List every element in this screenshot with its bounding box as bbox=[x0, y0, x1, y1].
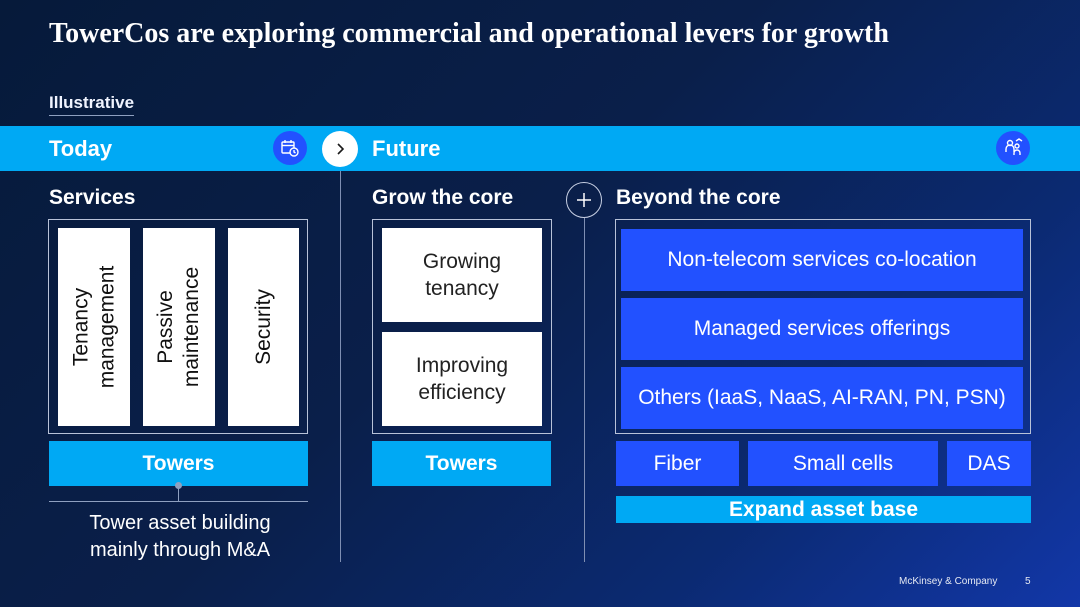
future-label: Future bbox=[372, 136, 441, 161]
card-label: Growing tenancy bbox=[422, 250, 502, 300]
today-label: Today bbox=[49, 136, 113, 161]
vertical-divider bbox=[584, 218, 585, 562]
card-label: Security bbox=[251, 289, 275, 365]
bracket-line bbox=[49, 501, 308, 502]
bracket-stem bbox=[178, 486, 179, 501]
security-card: Security bbox=[228, 228, 299, 426]
illustrative-label: Illustrative bbox=[49, 93, 135, 116]
grow-core-heading: Grow the core bbox=[372, 186, 514, 209]
beyond-core-heading: Beyond the core bbox=[616, 186, 781, 209]
people-growth-icon bbox=[996, 131, 1030, 165]
asset-fiber: Fiber bbox=[616, 441, 739, 486]
calendar-clock-icon bbox=[273, 131, 307, 165]
beyond-item: Managed services offerings bbox=[621, 298, 1023, 360]
passive-maintenance-card: Passive maintenance bbox=[143, 228, 215, 426]
page-number: 5 bbox=[1025, 576, 1031, 587]
plus-icon bbox=[566, 182, 602, 218]
bracket-dot bbox=[175, 482, 182, 489]
card-label: Passive maintenance bbox=[154, 266, 203, 388]
towers-today: Towers bbox=[49, 441, 308, 486]
towers-future: Towers bbox=[372, 441, 551, 486]
services-box bbox=[48, 219, 308, 434]
timeline-band bbox=[0, 126, 1080, 171]
footer-company: McKinsey & Company bbox=[899, 576, 998, 587]
beyond-item: Non-telecom services co-location bbox=[621, 229, 1023, 291]
page-title: TowerCos are exploring commercial and op… bbox=[49, 18, 889, 49]
vertical-divider bbox=[340, 171, 341, 562]
card-label: Improving efficiency bbox=[415, 354, 509, 404]
tower-note: Tower asset building mainly through M&A bbox=[89, 512, 271, 561]
expand-asset-base: Expand asset base bbox=[616, 496, 1031, 523]
services-heading: Services bbox=[49, 186, 136, 209]
asset-small-cells: Small cells bbox=[748, 441, 938, 486]
tenancy-management-card: Tenancy management bbox=[58, 228, 130, 426]
beyond-core-box bbox=[615, 219, 1031, 434]
card-label: Tenancy management bbox=[69, 265, 119, 389]
growing-tenancy-card: Growing tenancy bbox=[382, 228, 542, 322]
grow-core-box bbox=[372, 219, 552, 434]
asset-das: DAS bbox=[947, 441, 1031, 486]
improving-efficiency-card: Improving efficiency bbox=[382, 332, 542, 426]
beyond-item: Others (IaaS, NaaS, AI-RAN, PN, PSN) bbox=[621, 367, 1023, 429]
chevron-right-icon bbox=[322, 131, 358, 167]
